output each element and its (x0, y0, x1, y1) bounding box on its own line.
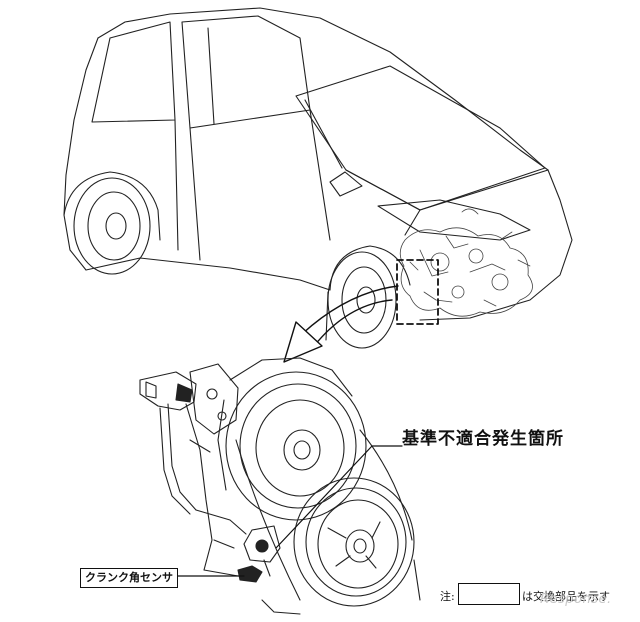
callout-leader-main (275, 445, 403, 549)
engine-detail (139, 357, 421, 615)
highlight-region (396, 259, 439, 325)
engine-bay-detail (399, 208, 533, 317)
car-outline (63, 7, 573, 341)
note-legend-box (458, 583, 520, 605)
crank-sensor-label: クランク角センサ (80, 568, 178, 588)
front-wheel (327, 251, 397, 349)
watermark-logo: Response. (540, 592, 612, 607)
zoom-arrow (283, 285, 399, 363)
defect-location-label: 基準不適合発生箇所 (402, 429, 564, 449)
note-text: は交換部品を示す (522, 590, 610, 603)
rear-wheel (73, 177, 151, 275)
note-prefix: 注: (440, 590, 455, 603)
